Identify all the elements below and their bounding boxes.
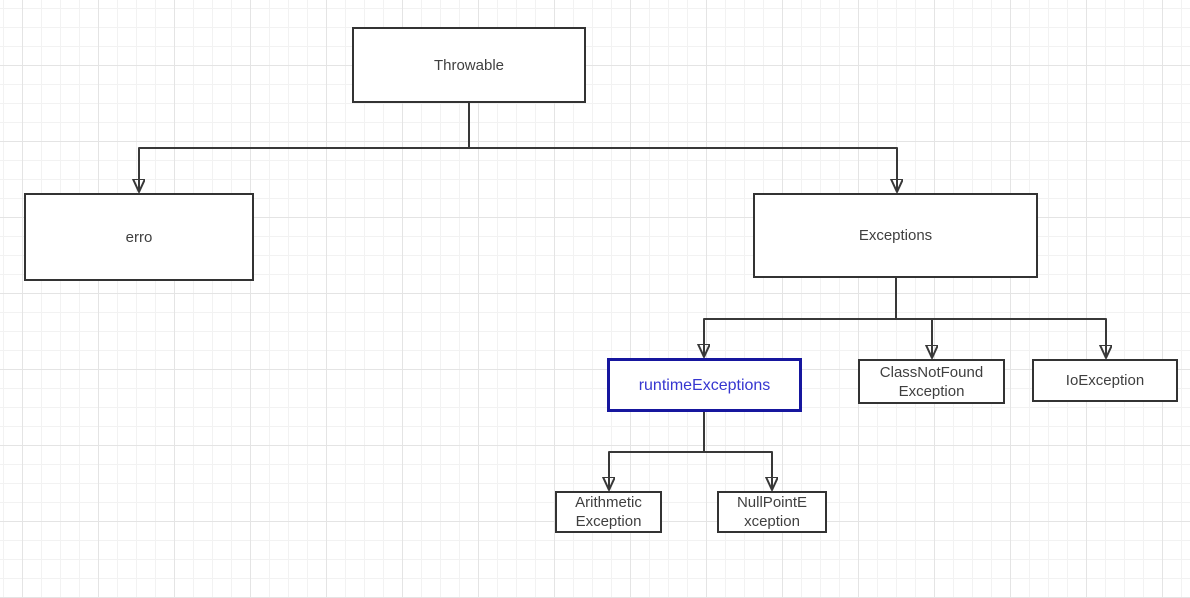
node-label: ClassNotFound — [879, 363, 984, 381]
edge-throwable-exceptions[interactable] — [468, 103, 897, 191]
node-arithmetic-exception[interactable]: Arithmetic Exception — [555, 491, 662, 533]
node-label: runtimeExceptions — [638, 376, 771, 394]
node-label: erro — [125, 228, 153, 246]
node-label: NullPointE — [736, 494, 808, 511]
node-throwable[interactable]: Throwable — [352, 27, 586, 103]
edge-runtimeexceptions-nullpointexception[interactable] — [703, 412, 772, 489]
edge-exceptions-runtimeexceptions[interactable] — [704, 277, 897, 356]
edge-throwable-erro[interactable] — [139, 103, 470, 191]
node-erro[interactable]: erro — [24, 193, 254, 281]
node-label: xception — [744, 513, 800, 530]
edge-runtimeexceptions-arithmeticexception[interactable] — [609, 412, 705, 489]
node-label: Exceptions — [858, 227, 933, 244]
node-runtime-exceptions[interactable]: runtimeExceptions — [607, 358, 802, 412]
node-label: Exception — [575, 513, 642, 530]
node-exceptions[interactable]: Exceptions — [753, 193, 1038, 278]
edge-exceptions-ioexception[interactable] — [895, 277, 1106, 357]
node-label: Arithmetic — [575, 494, 642, 511]
node-nullpoint-exception[interactable]: NullPointE xception — [717, 491, 827, 533]
edge-exceptions-classnotfoundexception[interactable] — [895, 277, 932, 357]
node-classnotfound-exception[interactable]: ClassNotFound Exception — [858, 359, 1005, 404]
node-label: Throwable — [433, 56, 505, 74]
node-label: Exception — [898, 382, 965, 400]
node-io-exception[interactable]: IoException — [1032, 359, 1178, 402]
node-label: IoException — [1065, 372, 1145, 389]
